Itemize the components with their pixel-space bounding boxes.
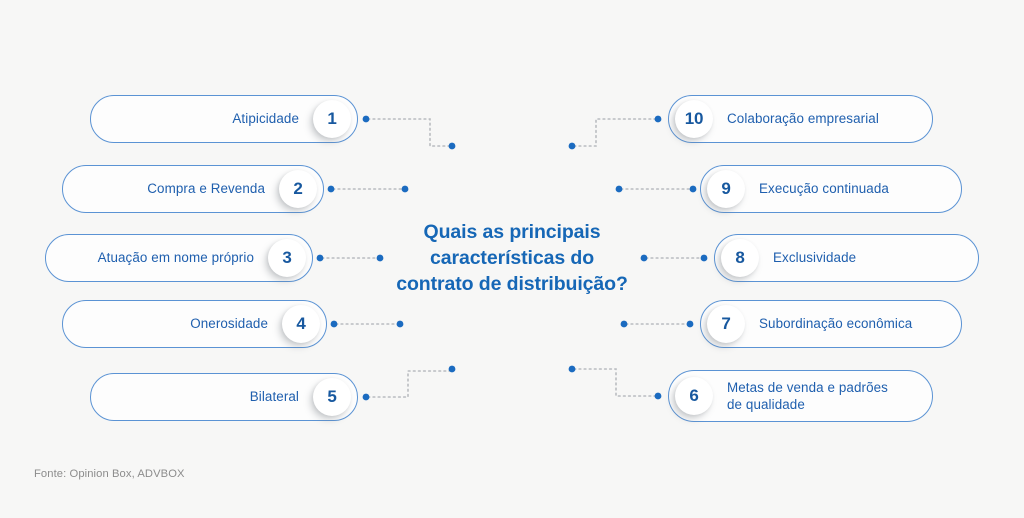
characteristic-pill-4[interactable]: Onerosidade 4 — [62, 300, 327, 348]
characteristic-pill-9[interactable]: 9 Execução continuada — [700, 165, 962, 213]
connector-dot-1-start — [362, 115, 370, 123]
characteristic-pill-10[interactable]: 10 Colaboração empresarial — [668, 95, 933, 143]
connector-dot-1-end — [448, 142, 456, 150]
connector-dot-2-end — [401, 185, 409, 193]
characteristic-number-7: 7 — [721, 314, 731, 333]
characteristic-label-2: Compra e Revenda — [147, 181, 265, 197]
characteristic-number-6: 6 — [689, 386, 699, 405]
connector-path-10 — [573, 118, 657, 147]
connector-dot-9-start — [615, 185, 623, 193]
characteristic-badge-1: 1 — [313, 100, 351, 138]
connector-path-1 — [367, 118, 451, 147]
characteristic-badge-2: 2 — [279, 170, 317, 208]
characteristic-badge-3: 3 — [268, 239, 306, 277]
characteristic-pill-3[interactable]: Atuação em nome próprio 3 — [45, 234, 313, 282]
connector-dot-10-end — [654, 115, 662, 123]
characteristic-number-3: 3 — [282, 248, 292, 267]
characteristic-number-2: 2 — [293, 179, 303, 198]
connector-path-6 — [573, 368, 657, 397]
characteristic-number-4: 4 — [296, 314, 306, 333]
characteristic-badge-7: 7 — [707, 305, 745, 343]
characteristic-number-8: 8 — [735, 248, 745, 267]
characteristic-badge-8: 8 — [721, 239, 759, 277]
characteristic-number-9: 9 — [721, 179, 731, 198]
characteristic-label-4: Onerosidade — [190, 316, 268, 332]
connector-dot-6-end — [654, 392, 662, 400]
characteristic-badge-9: 9 — [707, 170, 745, 208]
characteristic-badge-4: 4 — [282, 305, 320, 343]
connector-dot-5-end — [448, 365, 456, 373]
characteristic-number-1: 1 — [327, 109, 337, 128]
connector-dot-10-start — [568, 142, 576, 150]
characteristic-pill-8[interactable]: 8 Exclusividade — [714, 234, 979, 282]
characteristic-number-5: 5 — [327, 387, 337, 406]
connector-dot-5-start — [362, 393, 370, 401]
characteristic-pill-6[interactable]: 6 Metas de venda e padrões de qualidade — [668, 370, 933, 422]
source-note: Fonte: Opinion Box, ADVBOX — [34, 468, 185, 480]
connector-dot-7-start — [620, 320, 628, 328]
characteristic-label-9: Execução continuada — [759, 181, 889, 197]
characteristic-label-7: Subordinação econômica — [759, 316, 913, 332]
characteristic-label-10: Colaboração empresarial — [727, 111, 879, 127]
characteristic-badge-10: 10 — [675, 100, 713, 138]
connector-dot-6-start — [568, 365, 576, 373]
characteristic-number-10: 10 — [684, 109, 704, 128]
connector-dot-8-end — [700, 254, 708, 262]
characteristic-badge-5: 5 — [313, 378, 351, 416]
characteristic-label-1: Atipicidade — [232, 111, 299, 127]
connector-dot-4-end — [396, 320, 404, 328]
connector-dot-2-start — [327, 185, 335, 193]
characteristic-label-5: Bilateral — [249, 389, 299, 405]
characteristic-pill-1[interactable]: Atipicidade 1 — [90, 95, 358, 143]
characteristic-badge-6: 6 — [675, 377, 713, 415]
connector-dot-9-end — [689, 185, 697, 193]
center-question-title: Quais as principais características do c… — [396, 221, 628, 295]
characteristic-pill-7[interactable]: 7 Subordinação econômica — [700, 300, 962, 348]
characteristic-label-3: Atuação em nome próprio — [97, 250, 254, 266]
connector-dot-3-start — [316, 254, 324, 262]
characteristic-label-6: Metas de venda e padrões de qualidade — [727, 379, 888, 412]
characteristic-label-8: Exclusividade — [773, 250, 857, 266]
connector-dot-7-end — [686, 320, 694, 328]
connector-path-5 — [367, 370, 451, 398]
connector-dot-4-start — [330, 320, 338, 328]
characteristic-pill-5[interactable]: Bilateral 5 — [90, 373, 358, 421]
characteristic-pill-2[interactable]: Compra e Revenda 2 — [62, 165, 324, 213]
